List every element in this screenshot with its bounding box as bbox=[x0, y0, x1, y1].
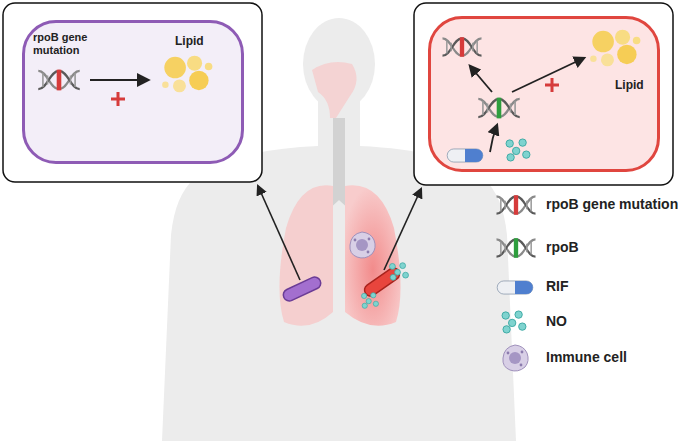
wildtype-bacterium bbox=[362, 266, 402, 299]
mutant-dna-icon bbox=[38, 70, 79, 91]
legend-label: RIF bbox=[546, 278, 569, 294]
no-molecules bbox=[390, 263, 409, 281]
left-panel bbox=[3, 3, 262, 182]
legend-icon bbox=[503, 345, 528, 371]
right-panel bbox=[414, 3, 673, 185]
right-lung bbox=[345, 185, 401, 325]
lipid-droplets bbox=[162, 56, 212, 93]
legend-icon bbox=[497, 281, 533, 294]
no-molecules bbox=[362, 293, 379, 309]
plus-sign bbox=[111, 92, 125, 106]
mutant-dna-icon bbox=[443, 37, 482, 57]
immune-cell bbox=[350, 232, 375, 258]
legend-label: NO bbox=[546, 313, 567, 329]
wildtype-dna-icon bbox=[478, 98, 519, 119]
mutation-arrow bbox=[470, 66, 492, 92]
left-lung bbox=[279, 185, 333, 325]
no-molecules bbox=[506, 139, 530, 161]
bacterium-cell: rpoB gene mutation Lipid bbox=[22, 20, 244, 164]
plus-sign bbox=[545, 78, 559, 92]
legend-icon bbox=[497, 195, 536, 215]
bacterium-cell: Lipid bbox=[428, 16, 660, 172]
legend-icon bbox=[502, 311, 526, 333]
mutant-bacterium bbox=[281, 275, 322, 303]
legend-label: rpoB bbox=[546, 239, 579, 255]
leader-arrow bbox=[258, 186, 300, 280]
cell-label: rpoB gene mutation bbox=[33, 31, 107, 56]
rif-pill bbox=[447, 149, 483, 162]
lipid-arrow bbox=[512, 58, 584, 92]
leader-arrow bbox=[384, 189, 421, 270]
effect-arrow bbox=[90, 79, 148, 81]
nasal-cavity bbox=[312, 62, 357, 118]
cell-label: Lipid bbox=[615, 79, 659, 93]
lipid-droplets bbox=[590, 30, 640, 67]
stress-arrow bbox=[490, 125, 497, 152]
legend-label: Immune cell bbox=[546, 349, 627, 365]
cell-label: Lipid bbox=[175, 35, 225, 49]
legend-icon bbox=[497, 238, 536, 258]
legend-label: rpoB gene mutation bbox=[546, 196, 678, 212]
